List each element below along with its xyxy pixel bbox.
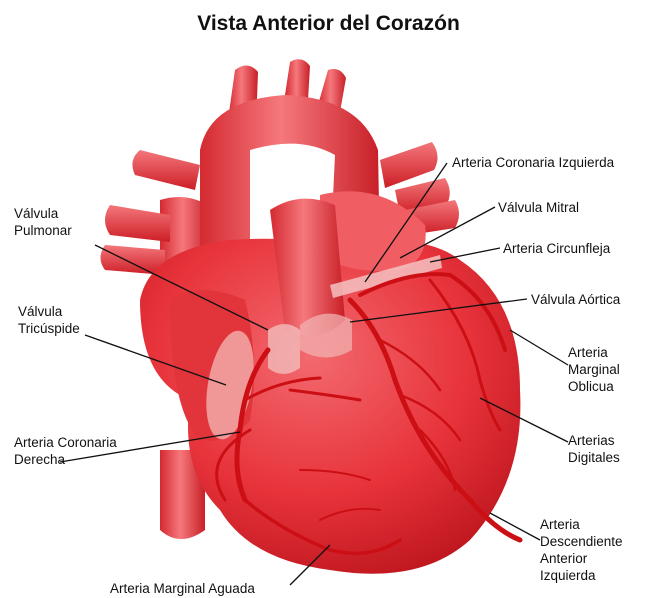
label-arteria-circunfleja: Arteria Circunfleja [503,240,610,257]
label-valvula-pulmonar: Válvula Pulmonar [14,205,114,239]
label-valvula-mitral: Válvula Mitral [498,199,579,216]
label-arteria-descendente-anterior-izquierda: Arteria Descendiente Anterior Izquierda [540,516,650,584]
label-arteria-marginal-aguada: Arteria Marginal Aguada [110,580,255,597]
aortic-valve [300,314,352,358]
label-arterias-digitales: Arterias Digitales [568,432,653,466]
pulmonary-vein-1 [380,142,438,188]
pulmonary-valve [268,324,300,374]
label-arteria-coronaria-izquierda: Arteria Coronaria Izquierda [452,154,614,171]
left-carotid [285,59,310,100]
pulmonary-branch-top [132,150,200,190]
label-valvula-aortica: Válvula Aórtica [531,291,620,308]
label-arteria-coronaria-derecha: Arteria Coronaria Derecha [14,434,154,468]
label-valvula-tricuspide: Válvula Tricúspide [18,303,118,337]
label-arteria-marginal-oblicua: Arteria Marginal Oblicua [568,344,653,395]
line-marginal-oblicua [510,330,568,365]
diagram-title: Vista Anterior del Corazón [0,12,657,36]
